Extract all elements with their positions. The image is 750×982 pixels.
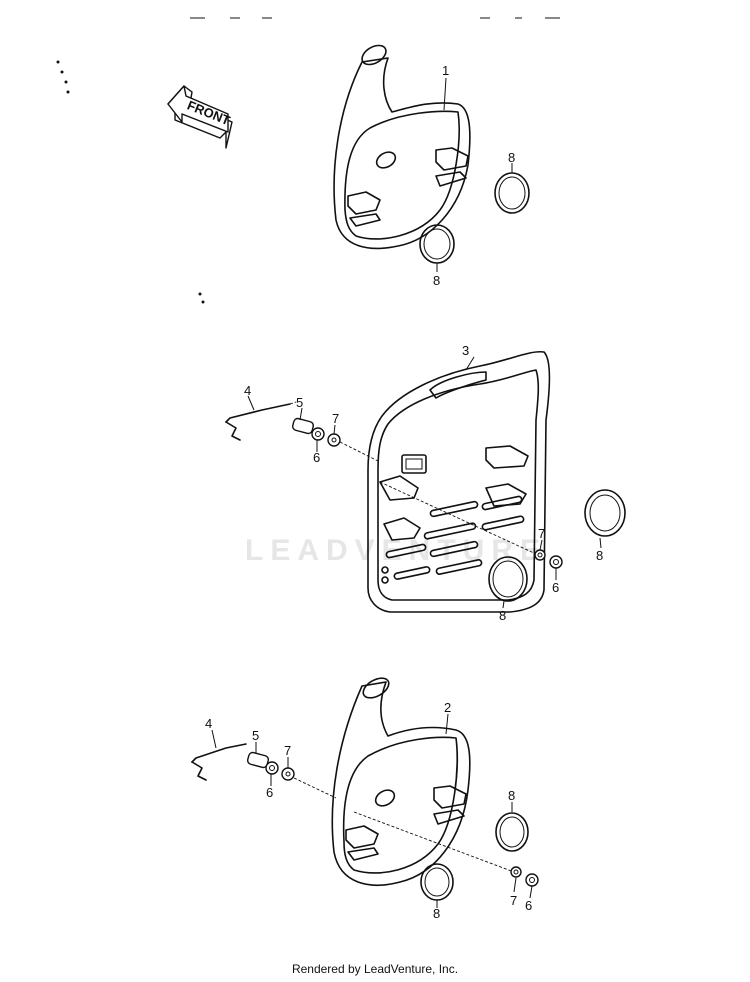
lock-rod-4 [191, 743, 247, 781]
callout-7: 7 [284, 743, 291, 758]
nut-6a [311, 427, 325, 441]
washer-7b [534, 549, 546, 561]
nut-6b [525, 873, 539, 887]
o-ring-8a [494, 172, 530, 214]
callout-7: 7 [510, 893, 517, 908]
callout-7: 7 [332, 411, 339, 426]
callout-5: 5 [252, 728, 259, 743]
sleeve-5 [291, 417, 315, 435]
scan-specks [56, 17, 560, 304]
side-cover-1 [333, 44, 471, 250]
callout-6: 6 [525, 898, 532, 913]
o-ring-8b [419, 224, 455, 264]
front-arrow: FRONT [167, 85, 233, 149]
washer-7b [510, 866, 522, 878]
o-ring-8a [495, 812, 529, 852]
middle-assembly: 3 4 5 6 7 7 6 8 8 [225, 343, 626, 623]
callout-6: 6 [313, 450, 320, 465]
callout-8: 8 [508, 150, 515, 165]
side-cover-2 [331, 677, 471, 886]
callout-6: 6 [266, 785, 273, 800]
callout-4: 4 [205, 716, 212, 731]
side-cover-3 [367, 350, 551, 613]
o-ring-8b [488, 556, 528, 602]
callout-6: 6 [552, 580, 559, 595]
washer-7a [281, 767, 295, 781]
callout-8: 8 [508, 788, 515, 803]
callout-3: 3 [462, 343, 469, 358]
nut-6b [549, 555, 563, 569]
callout-8: 8 [596, 548, 603, 563]
callout-4: 4 [244, 383, 251, 398]
callout-1: 1 [442, 63, 449, 78]
footer-credit: Rendered by LeadVenture, Inc. [291, 962, 459, 976]
callout-8: 8 [433, 273, 440, 288]
washer-7a [327, 433, 341, 447]
callout-8: 8 [433, 906, 440, 921]
louver-slots [385, 495, 525, 580]
callout-7: 7 [538, 526, 545, 541]
callout-5: 5 [296, 395, 303, 410]
bottom-assembly: 2 4 5 7 6 8 8 7 6 [191, 677, 539, 921]
lock-rod-4 [225, 401, 297, 441]
top-assembly: 1 8 8 [333, 44, 530, 288]
o-ring-8b [420, 863, 454, 901]
nut-6a [265, 761, 279, 775]
callout-2: 2 [444, 700, 451, 715]
o-ring-8a [584, 489, 626, 537]
callout-8: 8 [499, 608, 506, 623]
sleeve-5 [246, 751, 270, 769]
